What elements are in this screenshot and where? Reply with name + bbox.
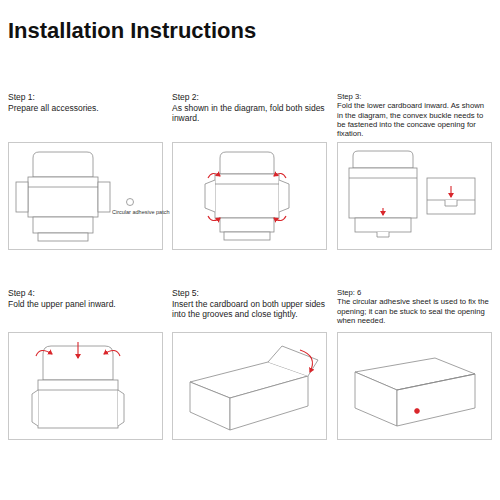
step-heading: Step 4:: [8, 288, 163, 299]
step-description: As shown in the diagram, fold both sides…: [172, 103, 327, 124]
step-heading: Step 1:: [8, 92, 163, 103]
closing-box: [190, 346, 318, 430]
step-description: Insert the cardboard on both upper sides…: [172, 299, 327, 320]
step-heading: Step 5:: [172, 288, 327, 299]
step-panel: Step 5:Insert the cardboard on both uppe…: [172, 288, 327, 440]
part-label: Circular adhesive patch: [112, 209, 169, 216]
step-description: Fold the lower cardboard inward. As show…: [337, 101, 492, 138]
step-panel: Step 4:Fold the upper panel inward.: [8, 288, 163, 440]
folding-top-panel: [32, 342, 124, 428]
folding-bottom: [349, 151, 475, 237]
step-panel: Step 1:Prepare all accessories.: [8, 92, 163, 250]
step-panel: Step 2:As shown in the diagram, fold bot…: [172, 92, 327, 250]
panel-frame: [172, 332, 327, 440]
step-heading: Step 3:: [337, 92, 492, 101]
panel-frame: [172, 142, 327, 250]
folding-sides: [205, 152, 289, 240]
step-panel: Step 3:Fold the lower cardboard inward. …: [337, 92, 492, 250]
step-panel: Step: 6The circular adhesive sheet is us…: [337, 288, 492, 440]
step-heading: Step 2:: [172, 92, 327, 103]
flat-box-net: [16, 152, 134, 241]
panel-frame: [8, 332, 163, 440]
closed-box: [355, 358, 475, 426]
step-heading: Step: 6: [337, 288, 492, 297]
page-title: Installation Instructions: [8, 18, 256, 44]
step-description: Prepare all accessories.: [8, 103, 163, 114]
step-description: Fold the upper panel inward.: [8, 299, 163, 310]
panel-frame: [337, 142, 492, 250]
panel-frame: [337, 332, 492, 440]
step-description: The circular adhesive sheet is used to f…: [337, 297, 492, 325]
panel-frame: [8, 142, 163, 250]
